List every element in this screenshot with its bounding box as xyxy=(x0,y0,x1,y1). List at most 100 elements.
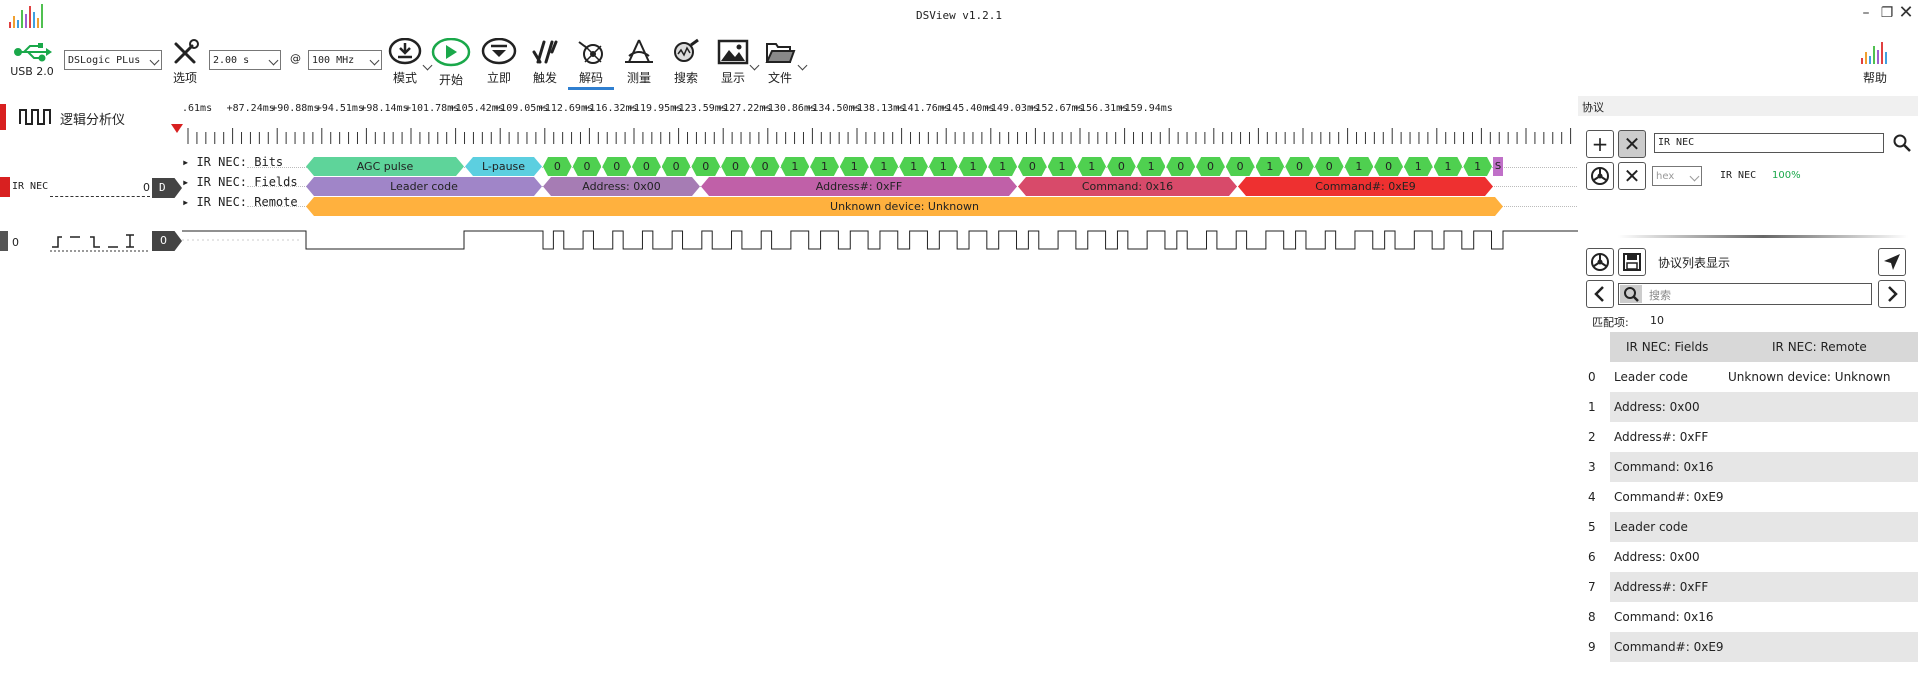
list-settings-button[interactable] xyxy=(1586,248,1614,276)
save-list-button[interactable] xyxy=(1618,248,1646,276)
search-button[interactable]: 搜索 xyxy=(663,38,709,90)
bit-segment[interactable]: 0 xyxy=(1196,157,1225,176)
decode-button[interactable]: 解码 xyxy=(568,38,614,90)
timeline-tick-label: +152.67ms xyxy=(1029,103,1084,114)
bit-value: 1 xyxy=(1444,160,1452,173)
timeline-tick-label: +119.95ms xyxy=(628,103,683,114)
device-value: DSLogic PLus xyxy=(68,55,141,66)
bit-segment[interactable]: 0 xyxy=(751,157,780,176)
measure-button[interactable]: 测量 xyxy=(616,38,662,90)
options-button[interactable]: 选项 xyxy=(162,38,208,90)
table-row[interactable]: Address: 0x00 xyxy=(1610,542,1918,572)
bit-segment[interactable]: 0 xyxy=(1107,157,1136,176)
add-protocol-button[interactable]: + xyxy=(1586,130,1614,158)
display-button[interactable]: 显示 xyxy=(710,38,756,90)
table-row[interactable]: Address#: 0xFF xyxy=(1610,572,1918,602)
bit-segment[interactable]: 1 xyxy=(870,157,899,176)
field-command[interactable]: Command: 0x16 xyxy=(1018,177,1237,196)
bit-segment[interactable]: 1 xyxy=(1434,157,1463,176)
decoder-settings-button[interactable] xyxy=(1586,162,1614,190)
remote-segment[interactable]: Unknown device: Unknown xyxy=(306,197,1503,216)
bit-segment[interactable]: 0 xyxy=(691,157,720,176)
table-row[interactable]: Leader code xyxy=(1610,512,1918,542)
bit-segment[interactable]: 0 xyxy=(1018,157,1047,176)
minimize-icon[interactable]: – xyxy=(1862,5,1870,21)
column-fields[interactable]: IR NEC: Fields xyxy=(1626,340,1709,354)
bit-segment[interactable]: 1 xyxy=(1463,157,1492,176)
bit-segment[interactable]: 1 xyxy=(840,157,869,176)
column-remote[interactable]: IR NEC: Remote xyxy=(1772,340,1867,354)
bit-segment[interactable]: 0 xyxy=(573,157,602,176)
bit-segment[interactable]: 1 xyxy=(1345,157,1374,176)
field-command-inverse[interactable]: Command#: 0xE9 xyxy=(1238,177,1493,196)
panel-splitter[interactable] xyxy=(1618,235,1908,238)
bit-segment[interactable]: 1 xyxy=(781,157,810,176)
ch0-waveform[interactable] xyxy=(0,225,1578,255)
bit-segment[interactable]: 0 xyxy=(721,157,750,176)
trigger-label: 触发 xyxy=(532,71,557,85)
list-search-field[interactable]: 搜索 xyxy=(1618,283,1872,305)
bit-segment[interactable]: 0 xyxy=(1315,157,1344,176)
start-label: 开始 xyxy=(438,73,463,87)
table-row[interactable]: Address: 0x00 xyxy=(1610,392,1918,422)
navigate-button[interactable] xyxy=(1878,248,1906,276)
device-select[interactable]: DSLogic PLus xyxy=(64,50,162,70)
duration-select[interactable]: 2.00 s xyxy=(209,50,281,70)
bit-segment[interactable]: 1 xyxy=(1404,157,1433,176)
decoder-tag[interactable]: D xyxy=(152,178,182,198)
bit-segment[interactable]: 1 xyxy=(899,157,928,176)
trigger-type-icon[interactable] xyxy=(50,231,150,253)
bit-segment[interactable]: 0 xyxy=(1226,157,1255,176)
bit-segment[interactable]: 0 xyxy=(662,157,691,176)
decoder-delete-button[interactable]: ✕ xyxy=(1618,162,1646,190)
bit-segment[interactable]: 0 xyxy=(602,157,631,176)
row-label-fields[interactable]: ▸ IR NEC: Fields xyxy=(182,175,298,189)
bit-segment[interactable]: 0 xyxy=(1374,157,1403,176)
bit-segment[interactable]: 1 xyxy=(929,157,958,176)
rate-select[interactable]: 100 MHz xyxy=(308,50,382,70)
field-address[interactable]: Address: 0x00 xyxy=(543,177,700,196)
bit-segment[interactable]: 1 xyxy=(1077,157,1106,176)
bit-value: 1 xyxy=(969,160,977,173)
table-row[interactable]: Command#: 0xE9 xyxy=(1610,632,1918,662)
bit-segment[interactable]: 1 xyxy=(1256,157,1285,176)
restore-icon[interactable]: ❐ xyxy=(1880,5,1894,21)
next-match-button[interactable] xyxy=(1878,280,1906,308)
bit-segment[interactable]: 0 xyxy=(543,157,572,176)
bit-segment[interactable]: 1 xyxy=(1048,157,1077,176)
close-icon[interactable]: ✕ xyxy=(1898,2,1914,23)
mode-button[interactable]: 模式 xyxy=(382,38,428,90)
row-label-bits[interactable]: ▸ IR NEC: Bits xyxy=(182,155,284,169)
protocol-search-icon[interactable] xyxy=(1892,133,1912,153)
field-leader-code[interactable]: Leader code xyxy=(306,177,542,196)
agc-pulse-segment[interactable]: AGC pulse xyxy=(306,157,464,176)
instant-button[interactable]: 立即 xyxy=(476,38,522,90)
bit-segment[interactable]: 1 xyxy=(1137,157,1166,176)
prev-match-button[interactable] xyxy=(1586,280,1614,308)
trigger-button[interactable]: 触发 xyxy=(522,38,568,90)
table-row[interactable]: Address#: 0xFF xyxy=(1610,422,1918,452)
start-button[interactable]: 开始 xyxy=(428,38,474,90)
timeline-ruler[interactable] xyxy=(0,118,1578,148)
bit-segment[interactable]: 0 xyxy=(1166,157,1195,176)
bit-value: 0 xyxy=(1206,160,1214,173)
remove-protocol-button[interactable]: ✕ xyxy=(1618,130,1646,158)
table-row[interactable]: Command#: 0xE9 xyxy=(1610,482,1918,512)
ch0-index-tag[interactable]: 0 xyxy=(152,231,182,251)
protocol-input[interactable]: IR NEC xyxy=(1654,133,1884,153)
bit-segment[interactable]: 1 xyxy=(959,157,988,176)
bit-segment[interactable]: 0 xyxy=(1285,157,1314,176)
file-button[interactable]: 文件 xyxy=(757,38,803,90)
table-row[interactable]: Command: 0x16 xyxy=(1610,452,1918,482)
stop-bit-segment[interactable]: S xyxy=(1493,157,1503,176)
bit-segment[interactable]: 0 xyxy=(632,157,661,176)
field-address-inverse[interactable]: Address#: 0xFF xyxy=(701,177,1017,196)
help-button[interactable]: 帮助 xyxy=(1852,38,1898,90)
lpause-segment[interactable]: L-pause xyxy=(465,157,542,176)
bit-segment[interactable]: 1 xyxy=(810,157,839,176)
bit-segment[interactable]: 1 xyxy=(988,157,1017,176)
table-row[interactable]: Command: 0x16 xyxy=(1610,602,1918,632)
format-select[interactable]: hex xyxy=(1652,166,1702,186)
row-label-remote[interactable]: ▸ IR NEC: Remote xyxy=(182,195,298,209)
